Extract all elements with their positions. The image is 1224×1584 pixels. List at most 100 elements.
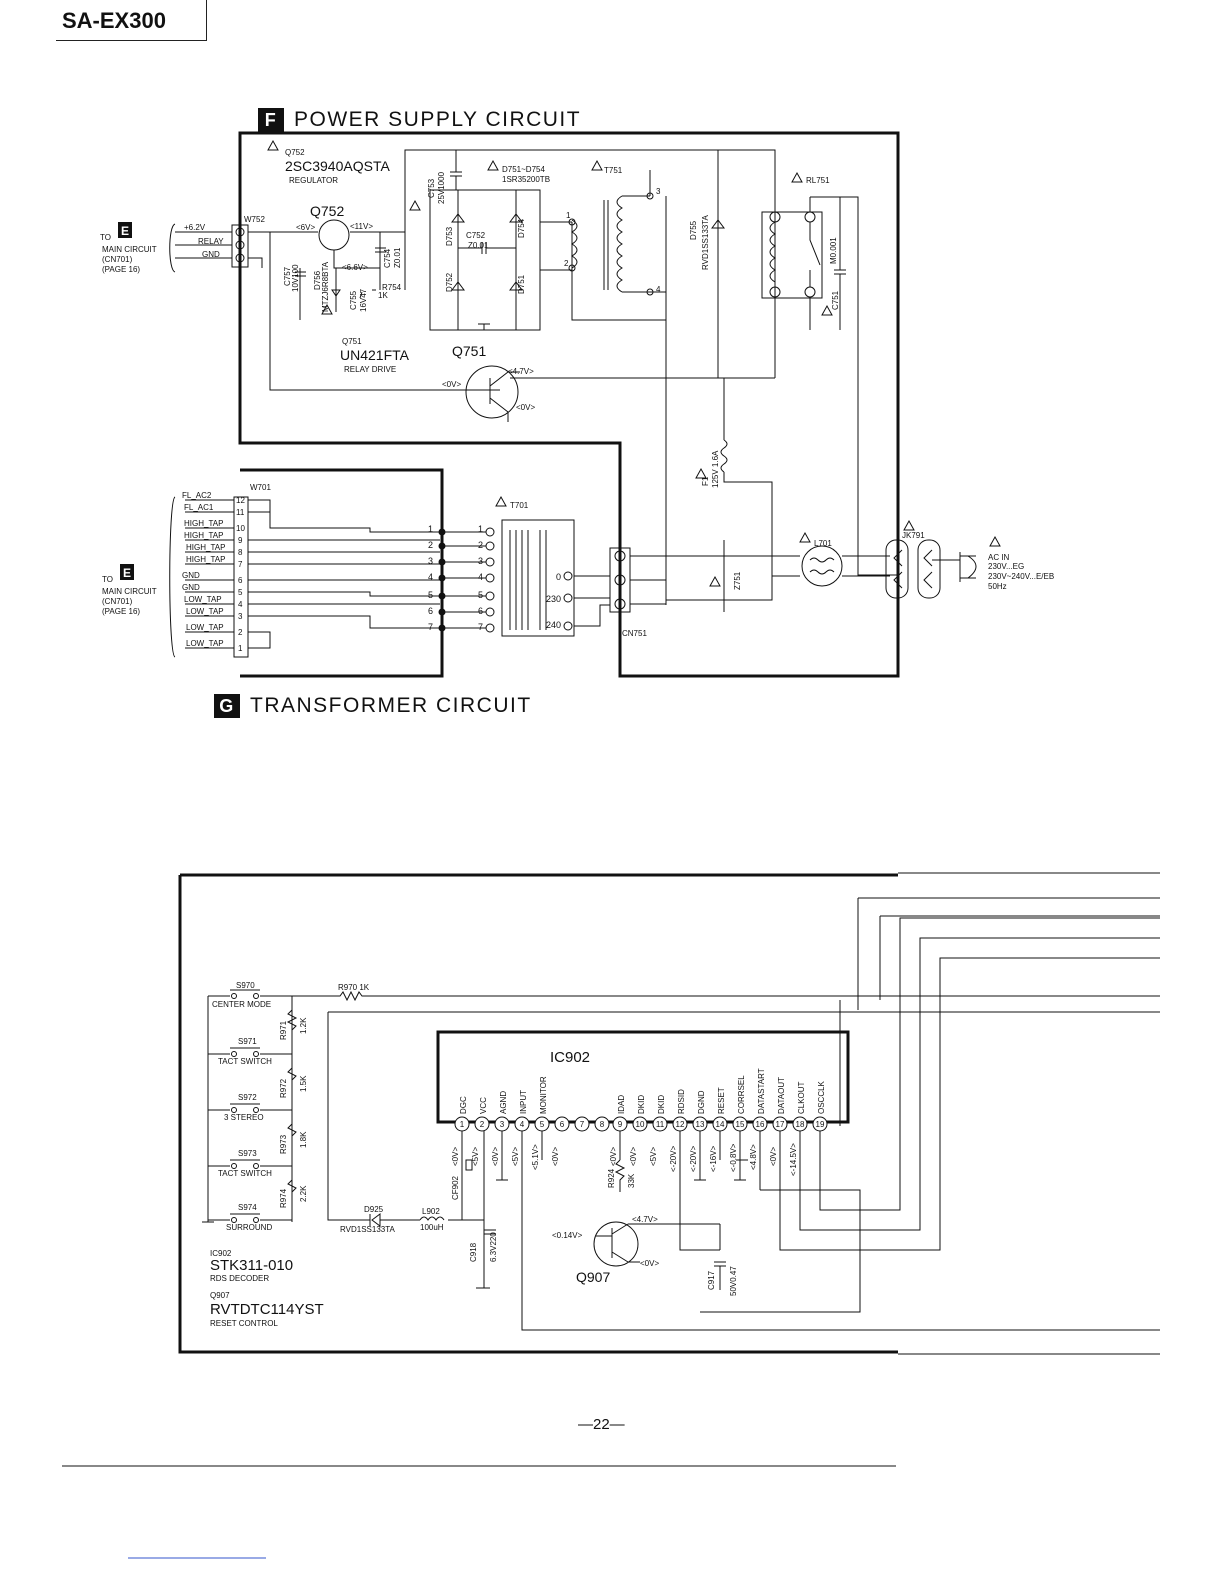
svg-text:8: 8 bbox=[600, 1120, 605, 1129]
svg-text:2: 2 bbox=[480, 1120, 485, 1129]
d925-ref: D925 bbox=[364, 1205, 384, 1214]
r974-val: 2.2K bbox=[299, 1185, 308, 1202]
svg-text:<5.1V>: <5.1V> bbox=[531, 1144, 540, 1170]
t751-pin-2: 2 bbox=[564, 259, 569, 268]
svg-text:<0V>: <0V> bbox=[609, 1147, 618, 1166]
ic902-pin-voltages: <0V> <5V> <0V> <5V> <5.1V> <0V> <0V> <0V… bbox=[451, 1143, 798, 1176]
switch-contacts bbox=[231, 993, 259, 1223]
q752-v-coll: <11V> bbox=[350, 222, 373, 231]
s971-name: TACT SWITCH bbox=[218, 1057, 272, 1066]
svg-text:MONITOR: MONITOR bbox=[539, 1076, 548, 1114]
svg-text:<0V>: <0V> bbox=[491, 1147, 500, 1166]
svg-text:17: 17 bbox=[776, 1120, 785, 1129]
q907-v-c: <4.7V> bbox=[632, 1215, 658, 1224]
svg-text:18: 18 bbox=[796, 1120, 805, 1129]
svg-text:6: 6 bbox=[560, 1120, 565, 1129]
svg-text:IDAD: IDAD bbox=[617, 1095, 626, 1114]
q751-label: Q751 bbox=[452, 343, 486, 359]
s973-ref: S973 bbox=[238, 1149, 257, 1158]
cf902-ref: CF902 bbox=[451, 1175, 460, 1200]
svg-text:1: 1 bbox=[238, 644, 243, 653]
t701-tap-numbers: 1 2 3 4 5 6 7 1 2 3 4 5 6 7 bbox=[428, 524, 483, 632]
q907-label: Q907 bbox=[576, 1269, 610, 1285]
svg-text:3: 3 bbox=[428, 556, 433, 566]
d753-ref: D753 bbox=[445, 226, 454, 246]
ac-plug bbox=[917, 539, 941, 599]
w752-connector bbox=[231, 224, 249, 268]
s970-name: CENTER MODE bbox=[212, 1000, 271, 1009]
s972-name: 3 STEREO bbox=[224, 1113, 264, 1122]
svg-text:8: 8 bbox=[238, 548, 243, 557]
z751-ref: Z751 bbox=[733, 571, 742, 590]
svg-text:TO: TO bbox=[100, 233, 111, 242]
legend-q-part: RVTDTC114YST bbox=[210, 1301, 324, 1318]
svg-text:<-14.5V>: <-14.5V> bbox=[789, 1143, 798, 1176]
ac-in-label: AC IN 230V...EG 230V~240V...E/EB 50Hz bbox=[988, 553, 1054, 591]
svg-text:DGC: DGC bbox=[459, 1096, 468, 1114]
power-supply-border bbox=[238, 131, 900, 678]
svg-text:<-0.8V>: <-0.8V> bbox=[729, 1143, 738, 1172]
d925-part: RVD1SS133TA bbox=[340, 1225, 396, 1234]
pin-62v: +6.2V bbox=[184, 223, 206, 232]
svg-text:<-20V>: <-20V> bbox=[689, 1145, 698, 1172]
r754-val: 1K bbox=[378, 291, 388, 300]
svg-text:RESET: RESET bbox=[717, 1087, 726, 1114]
svg-text:DATAOUT: DATAOUT bbox=[777, 1077, 786, 1114]
svg-text:<0V>: <0V> bbox=[769, 1147, 778, 1166]
safety-marks bbox=[267, 139, 1001, 587]
w701-pin-labels: FL_AC2 FL_AC1 HIGH_TAP HIGH_TAP HIGH_TAP… bbox=[182, 491, 225, 648]
c751-val: M0.001 bbox=[829, 237, 838, 264]
svg-text:4: 4 bbox=[238, 600, 243, 609]
header-box bbox=[56, 0, 207, 41]
svg-text:4: 4 bbox=[520, 1120, 525, 1129]
svg-text:<5V>: <5V> bbox=[649, 1147, 658, 1166]
to-e-transformer: TO E MAIN CIRCUIT (CN701) (PAGE 16) bbox=[102, 564, 157, 616]
svg-text:11: 11 bbox=[236, 508, 245, 517]
svg-text:7: 7 bbox=[428, 622, 433, 632]
svg-text:<-20V>: <-20V> bbox=[669, 1145, 678, 1172]
svg-text:230V~240V...E/EB: 230V~240V...E/EB bbox=[988, 572, 1054, 581]
q752-transistor bbox=[318, 219, 350, 251]
svg-text:HIGH_TAP: HIGH_TAP bbox=[186, 543, 225, 552]
svg-text:<0V>: <0V> bbox=[451, 1147, 460, 1166]
svg-text:<5V>: <5V> bbox=[511, 1147, 520, 1166]
svg-text:1: 1 bbox=[478, 524, 483, 534]
svg-text:2: 2 bbox=[478, 540, 483, 550]
t701-transformer bbox=[501, 519, 575, 637]
svg-text:LOW_TAP: LOW_TAP bbox=[186, 639, 224, 648]
w701-ref: W701 bbox=[250, 483, 271, 492]
svg-text:LOW_TAP: LOW_TAP bbox=[186, 623, 224, 632]
svg-text:<5V>: <5V> bbox=[471, 1147, 480, 1166]
section-g-title-text: TRANSFORMER CIRCUIT bbox=[250, 694, 532, 717]
c757-val: 10V100 bbox=[291, 264, 300, 292]
svg-text:7: 7 bbox=[580, 1120, 585, 1129]
svg-text:12: 12 bbox=[676, 1120, 685, 1129]
r924-ref: R924 bbox=[607, 1168, 616, 1188]
svg-text:HIGH_TAP: HIGH_TAP bbox=[186, 555, 225, 564]
svg-text:AC IN: AC IN bbox=[988, 553, 1010, 562]
svg-text:50Hz: 50Hz bbox=[988, 582, 1007, 591]
svg-text:RDSID: RDSID bbox=[677, 1089, 686, 1114]
svg-text:2: 2 bbox=[428, 540, 433, 550]
t751-secondary bbox=[616, 195, 623, 293]
r971-val: 1.2K bbox=[299, 1017, 308, 1034]
w701-connector bbox=[233, 496, 249, 658]
svg-text:5: 5 bbox=[478, 590, 483, 600]
svg-text:LOW_TAP: LOW_TAP bbox=[184, 595, 222, 604]
d751-754-ref: D751~D754 bbox=[502, 165, 545, 174]
q751-part: UN421FTA bbox=[340, 347, 410, 363]
c755-val: 16V47 bbox=[359, 288, 368, 312]
t751-pin-4: 4 bbox=[656, 285, 661, 294]
t751-primary bbox=[571, 219, 578, 269]
svg-text:(PAGE 16): (PAGE 16) bbox=[102, 265, 140, 274]
r970-label: R970 1K bbox=[338, 983, 370, 992]
q752-v-base: <6V> bbox=[296, 223, 315, 232]
r971-ref: R971 bbox=[279, 1020, 288, 1040]
jk791-jack bbox=[885, 539, 909, 599]
svg-text:MAIN CIRCUIT: MAIN CIRCUIT bbox=[102, 587, 157, 596]
svg-text:10: 10 bbox=[636, 1120, 645, 1129]
svg-text:11: 11 bbox=[656, 1120, 665, 1129]
c917-ref: C917 bbox=[707, 1270, 716, 1290]
section-g-badge: G bbox=[214, 694, 240, 719]
